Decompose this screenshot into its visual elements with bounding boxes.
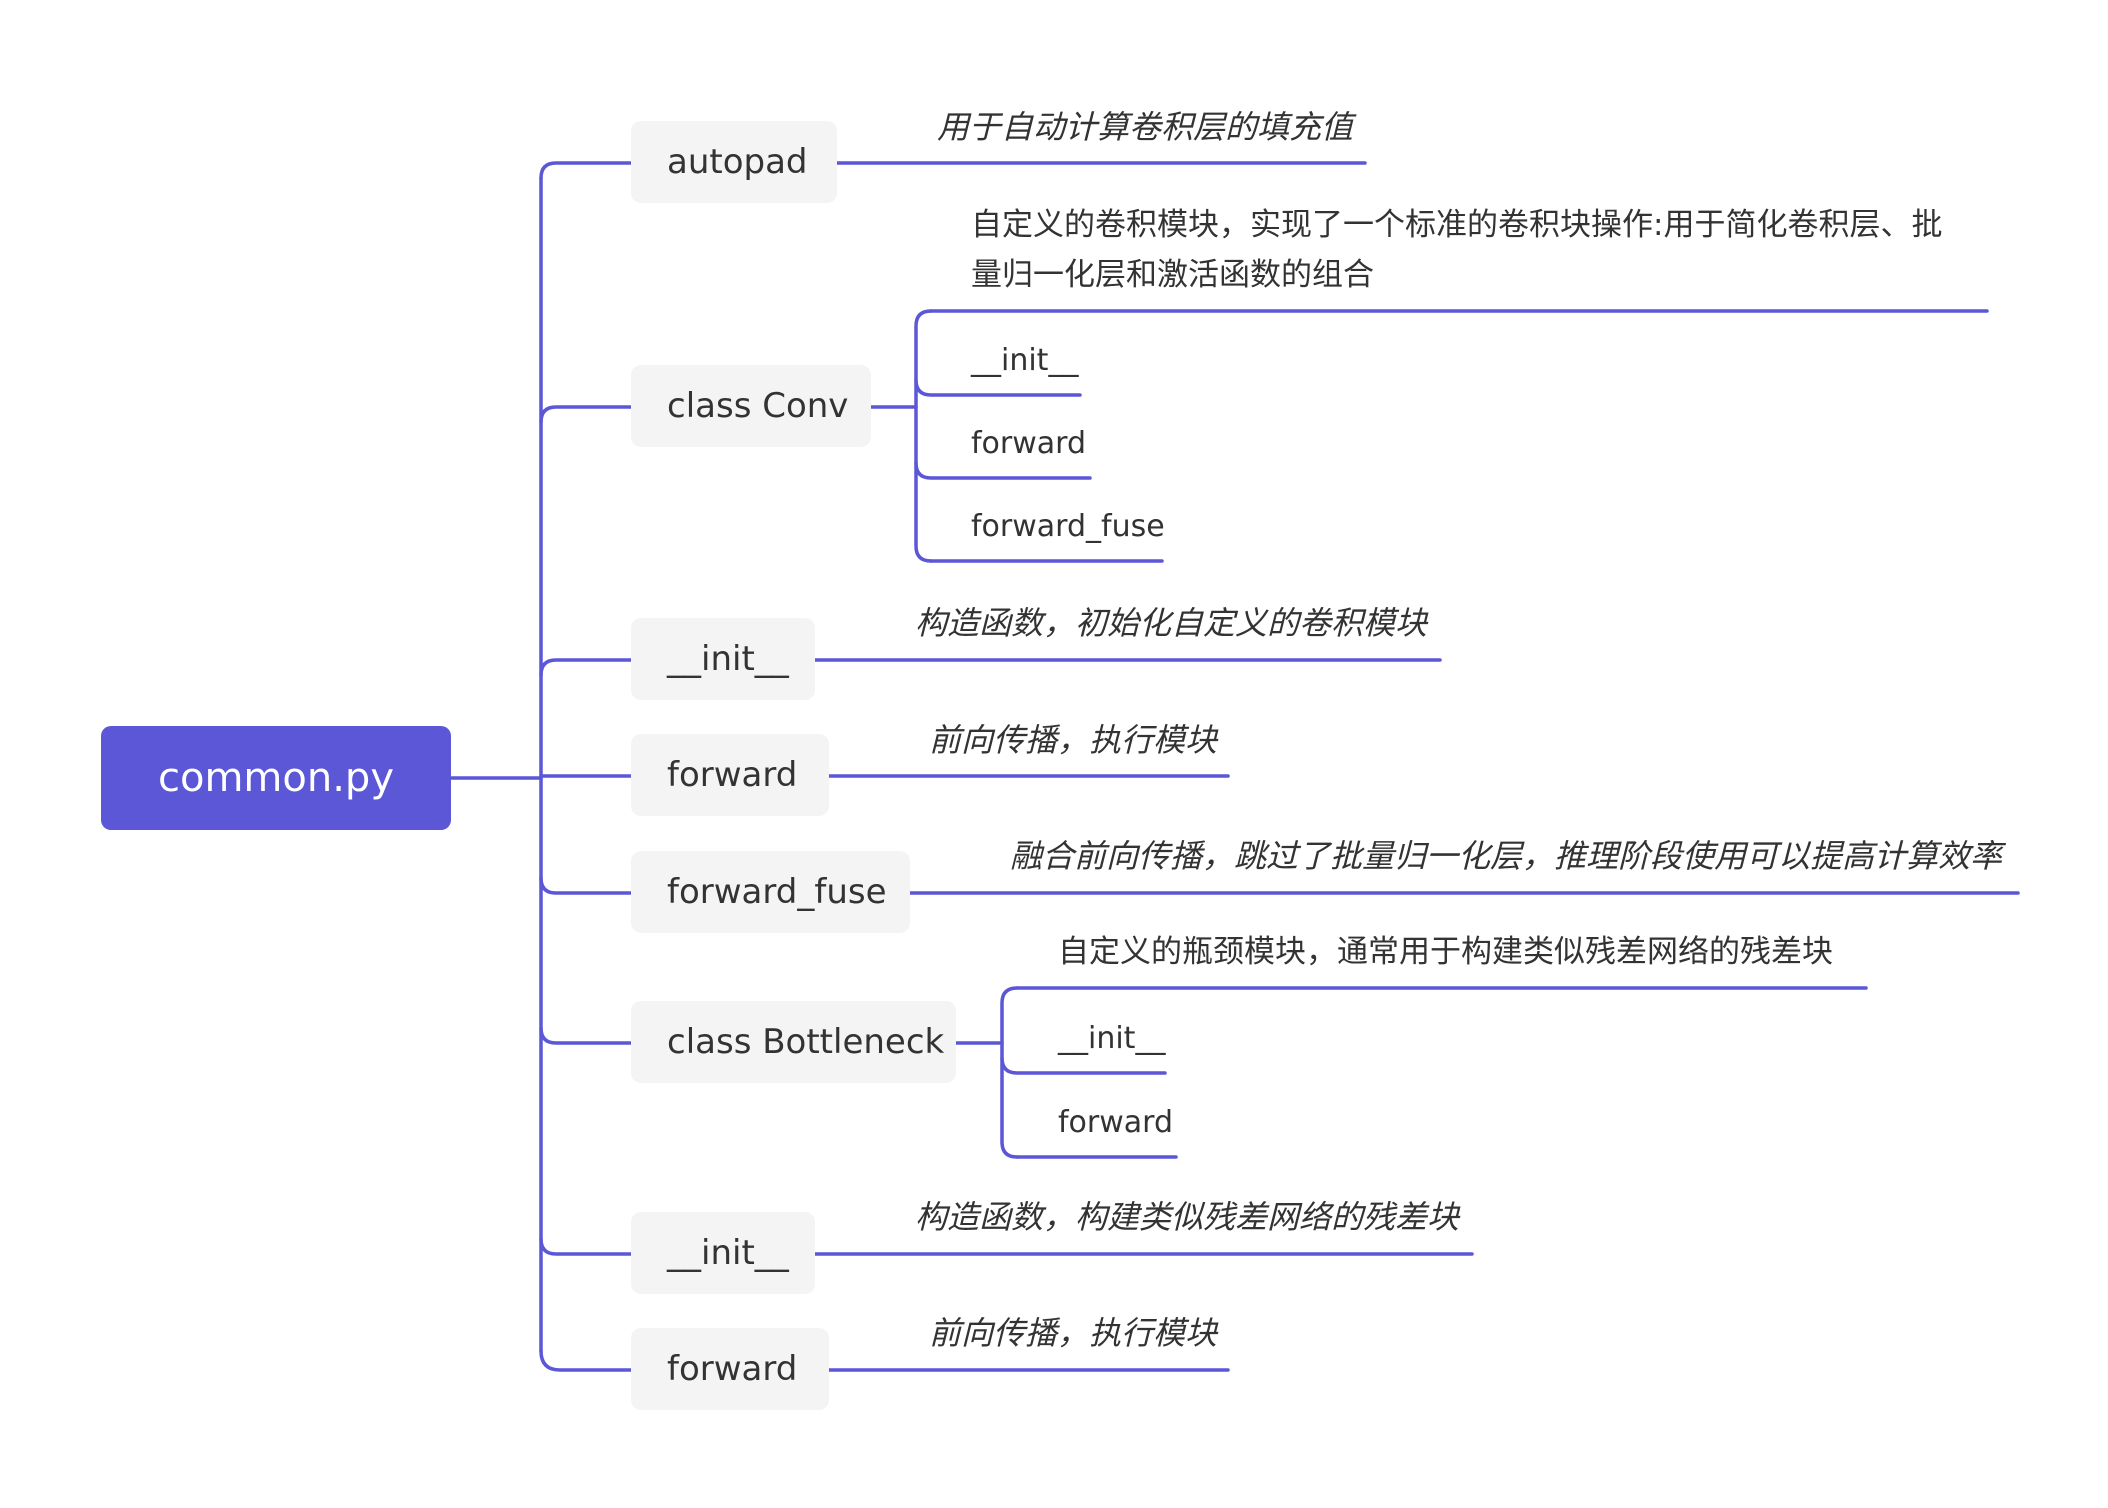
sub-node-conv-forward[interactable]: forward [971,426,1087,461]
connector-forward-fuse [539,876,633,895]
child-node-forward-1[interactable]: forward [631,734,829,816]
underline-conv-forward [914,461,1092,480]
child-node-label: __init__ [667,639,789,679]
note-forward-fuse: 融合前向传播，跳过了批量归一化层，推理阶段使用可以提高计算效率 [1010,837,2003,875]
note-autopad: 用于自动计算卷积层的填充值 [937,108,1354,146]
child-node-label: autopad [667,142,808,182]
note-init-2: 构造函数，构建类似残差网络的残差块 [915,1198,1460,1236]
description-class-bottleneck: 自定义的瓶颈模块，通常用于构建类似残差网络的残差块 [1058,934,1833,970]
sub-node-conv-forward-fuse[interactable]: forward_fuse [971,509,1165,544]
sub-node-bottleneck-init[interactable]: __init__ [1058,1021,1166,1056]
root-node-common-py[interactable]: common.py [101,726,451,830]
connector-autopad [539,161,633,180]
child-node-autopad[interactable]: autopad [631,121,837,203]
child-node-init-1[interactable]: __init__ [631,618,815,700]
child-node-forward-2[interactable]: forward [631,1328,829,1410]
connector-init-2 [539,1237,633,1256]
sub-node-bottleneck-forward[interactable]: forward [1058,1105,1174,1140]
connector-class-bottleneck [539,1026,633,1045]
underline-conv-init [914,378,1082,397]
note-forward-2: 前向传播，执行模块 [929,1314,1218,1352]
child-node-label: forward [667,755,798,795]
root-node-label: common.py [158,755,394,801]
child-node-label: __init__ [667,1233,789,1273]
description-class-conv-line1: 自定义的卷积模块，实现了一个标准的卷积块操作:用于简化卷积层、批 [971,207,1943,243]
connector-init-1 [539,658,633,677]
child-node-label: forward [667,1349,798,1389]
child-node-forward-fuse[interactable]: forward_fuse [631,851,910,933]
sub-node-conv-init[interactable]: __init__ [971,343,1079,378]
child-node-init-2[interactable]: __init__ [631,1212,815,1294]
note-forward-1: 前向传播，执行模块 [929,721,1218,759]
child-node-label: class Bottleneck [667,1022,945,1062]
description-class-conv-line2: 量归一化层和激活函数的组合 [971,257,1374,293]
child-node-label: forward_fuse [667,872,887,912]
child-node-class-conv[interactable]: class Conv [631,365,871,447]
connector-conv-bracket [914,309,933,563]
child-node-label: class Conv [667,386,849,426]
connector-class-conv [539,405,633,424]
connector-bottleneck-bracket [1000,986,1019,1159]
child-node-class-bottleneck[interactable]: class Bottleneck [631,1001,956,1083]
connector-forward-2 [539,1349,633,1372]
underline-bottleneck-init [1000,1056,1167,1075]
note-init-1: 构造函数，初始化自定义的卷积模块 [915,604,1428,642]
